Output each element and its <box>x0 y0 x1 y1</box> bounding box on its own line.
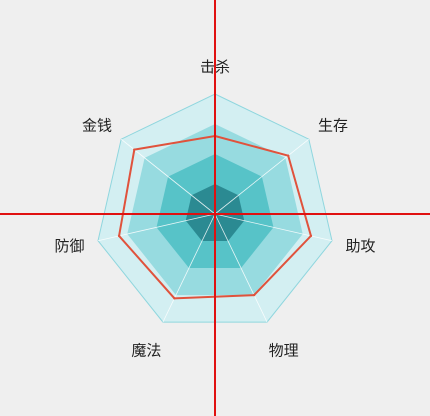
radar-point-3 <box>309 234 313 238</box>
radar-spoke-4 <box>214 213 268 323</box>
radar-point-2 <box>286 154 290 157</box>
radar-point-4 <box>252 293 256 297</box>
radar-spoke-2 <box>214 138 310 215</box>
axis-label-5: 魔法 <box>131 341 161 359</box>
radar-point-7 <box>133 148 136 151</box>
radar-point-6 <box>117 234 121 238</box>
radar-spoke-5 <box>162 213 216 323</box>
radar-point-5 <box>173 297 176 300</box>
axis-label-3: 助攻 <box>345 237 375 255</box>
radar-spoke-7 <box>120 138 216 215</box>
radar-spoke-6 <box>97 213 216 242</box>
radar-spoke-3 <box>214 213 333 242</box>
axis-label-4: 物理 <box>269 341 299 359</box>
axis-label-7: 金钱 <box>82 117 112 135</box>
axis-label-6: 防御 <box>55 237 85 255</box>
axis-label-2: 生存 <box>318 117 348 135</box>
